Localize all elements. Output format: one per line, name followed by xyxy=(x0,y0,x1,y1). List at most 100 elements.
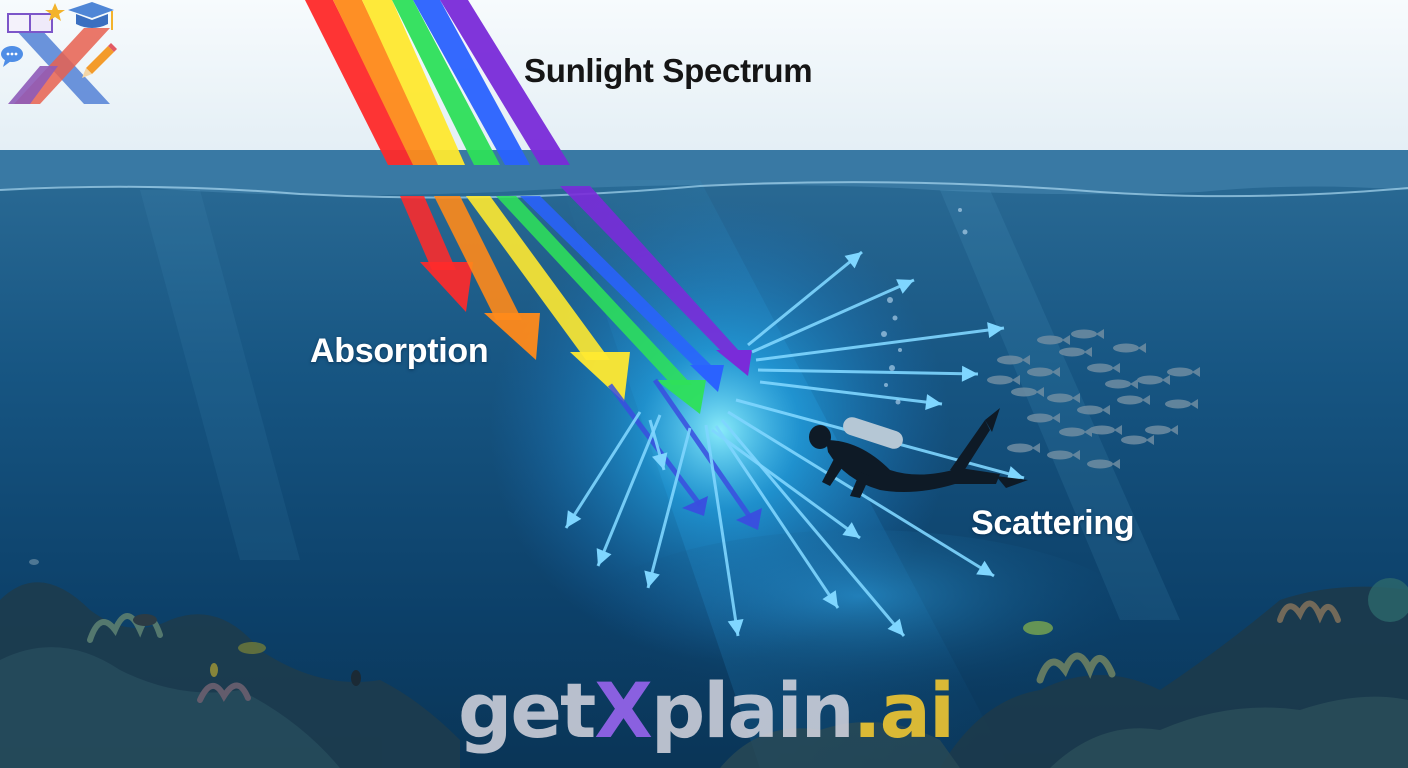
fish xyxy=(1027,413,1053,423)
scatter-arrowhead xyxy=(887,618,904,636)
book-icon xyxy=(7,13,53,33)
ray-red xyxy=(400,196,473,312)
fish xyxy=(1087,363,1113,373)
fish-tail xyxy=(1114,425,1122,435)
fish-tail xyxy=(1190,399,1198,409)
fish xyxy=(1059,347,1085,357)
diagram-title: Sunlight Spectrum xyxy=(524,52,813,89)
ray-violet xyxy=(560,186,752,376)
fish-tail xyxy=(1170,425,1178,435)
fish xyxy=(1121,435,1147,445)
scatter-arrowhead xyxy=(566,510,582,528)
fish-icon xyxy=(987,329,1200,469)
scatter-ray xyxy=(711,428,861,540)
scatter-ray xyxy=(751,278,915,354)
scatter-ray xyxy=(747,250,863,347)
scattering-label: Scattering xyxy=(971,504,1135,542)
scatter-arrowhead xyxy=(727,618,744,636)
chat-bubble-icon xyxy=(1,46,23,67)
fish-tail xyxy=(1102,405,1110,415)
scatter-arrowhead xyxy=(596,548,612,566)
fish xyxy=(1087,459,1113,469)
scatter-arrowhead xyxy=(987,322,1004,338)
floor-glow xyxy=(560,530,1160,750)
fish-tail xyxy=(1036,387,1044,397)
scatter-ray xyxy=(704,424,740,637)
logo xyxy=(1,2,117,104)
fish xyxy=(1037,335,1063,345)
ray-blue xyxy=(520,196,724,392)
star-icon xyxy=(45,3,65,21)
fish xyxy=(1105,379,1131,389)
scatter-arrowhead xyxy=(842,522,860,538)
fish-tail xyxy=(1072,450,1080,460)
scatter-ray xyxy=(714,425,840,609)
fish-tail xyxy=(1012,375,1020,385)
watermark: getXplain.ai xyxy=(458,666,955,755)
absorption-label: Absorption xyxy=(310,332,489,370)
scatter-ray xyxy=(759,380,943,406)
fish xyxy=(1137,375,1163,385)
scatter-arrowhead xyxy=(976,560,994,576)
bubbles xyxy=(881,208,968,405)
deep-blue-rays xyxy=(608,378,755,522)
scatter-arrowhead xyxy=(644,570,660,588)
pencil-icon xyxy=(82,43,117,78)
watermark-part: plain xyxy=(650,666,855,755)
fish-tail xyxy=(1052,413,1060,423)
fish xyxy=(1089,425,1115,435)
scatter-arrowhead xyxy=(822,590,838,608)
water-surface xyxy=(0,150,1408,196)
fish xyxy=(1117,395,1143,405)
scatter-arrowhead xyxy=(961,365,978,382)
coral-icon xyxy=(0,578,1408,768)
scatter-ray xyxy=(757,368,979,376)
fish xyxy=(1113,343,1139,353)
fish-tail xyxy=(1022,355,1030,365)
fish-tail xyxy=(1032,443,1040,453)
ray-orange xyxy=(434,196,540,360)
ray-green xyxy=(496,196,706,414)
graduation-cap-icon xyxy=(68,2,114,30)
fish xyxy=(997,355,1023,365)
fish xyxy=(1059,427,1085,437)
fish xyxy=(1071,329,1097,339)
fish xyxy=(1007,443,1033,453)
fish-tail xyxy=(1142,395,1150,405)
scatter-ray xyxy=(596,414,662,567)
fish-tail xyxy=(1130,379,1138,389)
scatter-ray xyxy=(564,411,642,529)
fish-tail xyxy=(1052,367,1060,377)
fish xyxy=(1047,393,1073,403)
light-shaft xyxy=(140,190,300,560)
fish-tail xyxy=(1062,335,1070,345)
fish-tail xyxy=(1084,347,1092,357)
fish-tail xyxy=(1192,367,1200,377)
fish xyxy=(1047,450,1073,460)
fish-tail xyxy=(1112,459,1120,469)
watermark-x: X xyxy=(594,666,653,755)
watermark-part: get xyxy=(458,666,596,755)
fish xyxy=(987,375,1013,385)
sky xyxy=(0,0,1408,160)
scatter-ray xyxy=(646,427,692,589)
scatter-arrowhead xyxy=(925,394,942,411)
scatter-ray xyxy=(755,326,1005,362)
fish xyxy=(1027,367,1053,377)
scatter-arrowhead xyxy=(1006,466,1024,482)
watermark-tld: .ai xyxy=(852,666,955,755)
fish-tail xyxy=(1146,435,1154,445)
scatter-arrowhead xyxy=(651,452,668,470)
scatter-ray xyxy=(720,419,906,637)
scatter-arrowhead xyxy=(844,252,862,269)
fish xyxy=(1077,405,1103,415)
absorbed-rays xyxy=(400,186,752,414)
fish-tail xyxy=(1096,329,1104,339)
light-shaft xyxy=(940,190,1180,620)
fish xyxy=(1167,367,1193,377)
fish-tail xyxy=(1112,363,1120,373)
fish xyxy=(1011,387,1037,397)
fish xyxy=(1165,399,1191,409)
diver-icon xyxy=(809,408,1028,498)
